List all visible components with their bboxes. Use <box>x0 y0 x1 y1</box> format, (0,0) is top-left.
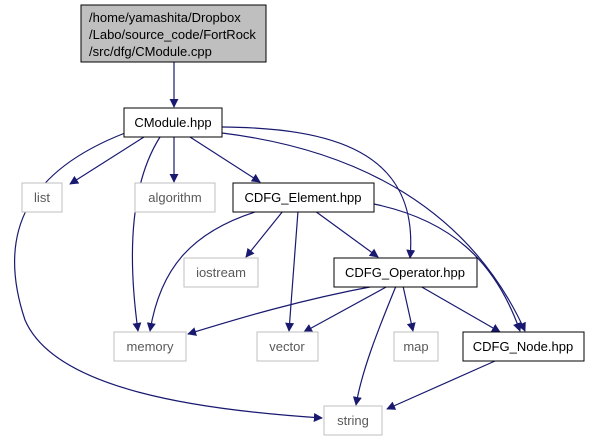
edge-cdfg-operator-to-string <box>352 285 397 406</box>
edge-cdfg-operator-to-cdfg-node <box>419 285 501 333</box>
edge-cmodule-to-memory <box>131 136 161 332</box>
algorithm-label: algorithm <box>148 190 201 205</box>
cdfg-operator-label: CDFG_Operator.hpp <box>345 265 465 280</box>
edge-cdfg-element-to-cdfg-node <box>373 203 522 332</box>
node-algorithm: algorithm <box>134 182 216 213</box>
edge-cmodule-to-string <box>13 132 323 422</box>
node-root-file[interactable]: /home/yamashita/Dropbox /Labo/source_cod… <box>80 4 267 63</box>
node-cdfg-element-hpp[interactable]: CDFG_Element.hpp <box>232 182 375 213</box>
node-memory: memory <box>113 331 187 362</box>
cdfg-node-label: CDFG_Node.hpp <box>473 339 573 354</box>
node-map: map <box>393 331 439 362</box>
edge-cdfg-operator-to-vector <box>303 285 389 333</box>
edge-cmodule-to-cdfg-operator <box>221 126 416 259</box>
edge-cmodule-to-list <box>69 136 145 185</box>
edge-cdfg-operator-to-map <box>402 285 416 332</box>
string-label: string <box>337 413 369 428</box>
memory-label: memory <box>127 339 174 354</box>
list-label: list <box>34 190 50 205</box>
edge-cdfg-node-to-string <box>386 360 496 410</box>
root-line-3: /src/dfg/CModule.cpp <box>89 44 212 59</box>
root-line-1: /home/yamashita/Dropbox <box>89 10 241 25</box>
node-cdfg-operator-hpp[interactable]: CDFG_Operator.hpp <box>333 257 478 288</box>
edge-cdfg-element-to-memory <box>146 210 259 332</box>
edge-cdfg-operator-to-memory <box>187 285 376 336</box>
root-line-2: /Labo/source_code/FortRock <box>89 27 256 42</box>
edge-cdfg-element-to-cdfg-operator <box>314 210 379 258</box>
iostream-label: iostream <box>196 265 246 280</box>
vector-label: vector <box>269 339 305 354</box>
node-cdfg-node-hpp[interactable]: CDFG_Node.hpp <box>462 331 585 362</box>
cdfg-element-label: CDFG_Element.hpp <box>244 190 361 205</box>
map-label: map <box>403 339 428 354</box>
node-vector: vector <box>256 331 319 362</box>
edge-cmodule-to-cdfg-node <box>221 132 526 332</box>
edge-cmodule-to-cdfg-element <box>189 136 261 183</box>
edge-cdfg-element-to-vector <box>285 210 299 332</box>
edge-cdfg-element-to-iostream <box>245 210 284 258</box>
cmodule-label: CModule.hpp <box>134 115 211 130</box>
node-list: list <box>21 182 63 213</box>
node-string: string <box>323 405 383 436</box>
node-iostream: iostream <box>183 257 259 288</box>
node-cmodule-hpp[interactable]: CModule.hpp <box>123 107 223 138</box>
